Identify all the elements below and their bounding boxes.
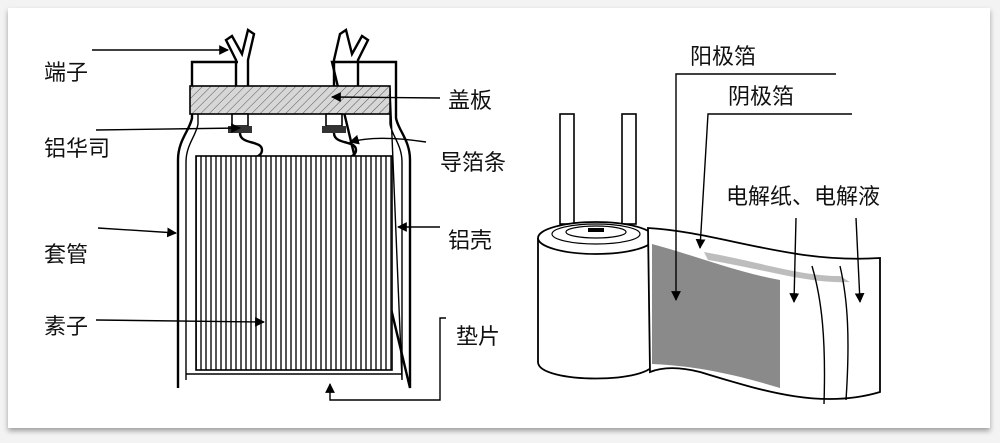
leader-aluminum-washer (95, 123, 241, 134)
leader-anode-foil (671, 73, 836, 301)
leader-foil-strip (349, 134, 427, 145)
label-anode-foil: 阳极箔 (690, 45, 756, 70)
label-gasket: 垫片 (456, 325, 500, 350)
roll-body (537, 238, 655, 380)
label-terminal: 端子 (44, 61, 88, 86)
label-paper-electrolyte: 电解纸、电解液 (726, 185, 880, 210)
cathode-foil-strip (704, 252, 850, 283)
paper-edge-2 (811, 265, 826, 405)
washer-left-base (228, 126, 252, 133)
leader-sleeve (97, 227, 177, 238)
washer-right-base (322, 126, 346, 133)
roll-top-inner (551, 223, 641, 245)
label-element: 素子 (44, 315, 88, 340)
label-cover-plate: 盖板 (448, 89, 492, 114)
leader-cover-plate (331, 92, 441, 102)
wound-element-illustration (537, 113, 881, 405)
paper-edge-1 (839, 265, 849, 401)
leader-gasket (325, 317, 446, 401)
anode-foil-sheet (652, 244, 780, 388)
leader-paper (789, 217, 800, 303)
washer-right (325, 113, 343, 127)
label-sleeve: 套管 (44, 243, 88, 268)
lead-left (559, 113, 575, 225)
terminal-right (332, 28, 370, 86)
leader-element (95, 316, 265, 327)
sleeve-outline (176, 60, 412, 389)
aluminum-case-outline (185, 87, 403, 381)
cover-plate (189, 85, 391, 115)
lead-right (621, 113, 637, 225)
label-cathode-foil: 阴极箔 (728, 85, 794, 110)
capacitor-cross-section (176, 28, 412, 389)
label-aluminum-case: 铝壳 (448, 229, 492, 254)
roll-core (588, 228, 604, 232)
label-foil-strip: 导箔条 (440, 151, 506, 176)
label-aluminum-washer: 铝华司 (44, 137, 110, 162)
washer-left (231, 113, 249, 127)
terminal-left (224, 28, 256, 86)
leader-electrolyte (854, 217, 865, 303)
leader-cathode-foil (695, 113, 852, 249)
capacitor-element (195, 155, 393, 371)
roll-top-inner-2 (565, 225, 627, 239)
